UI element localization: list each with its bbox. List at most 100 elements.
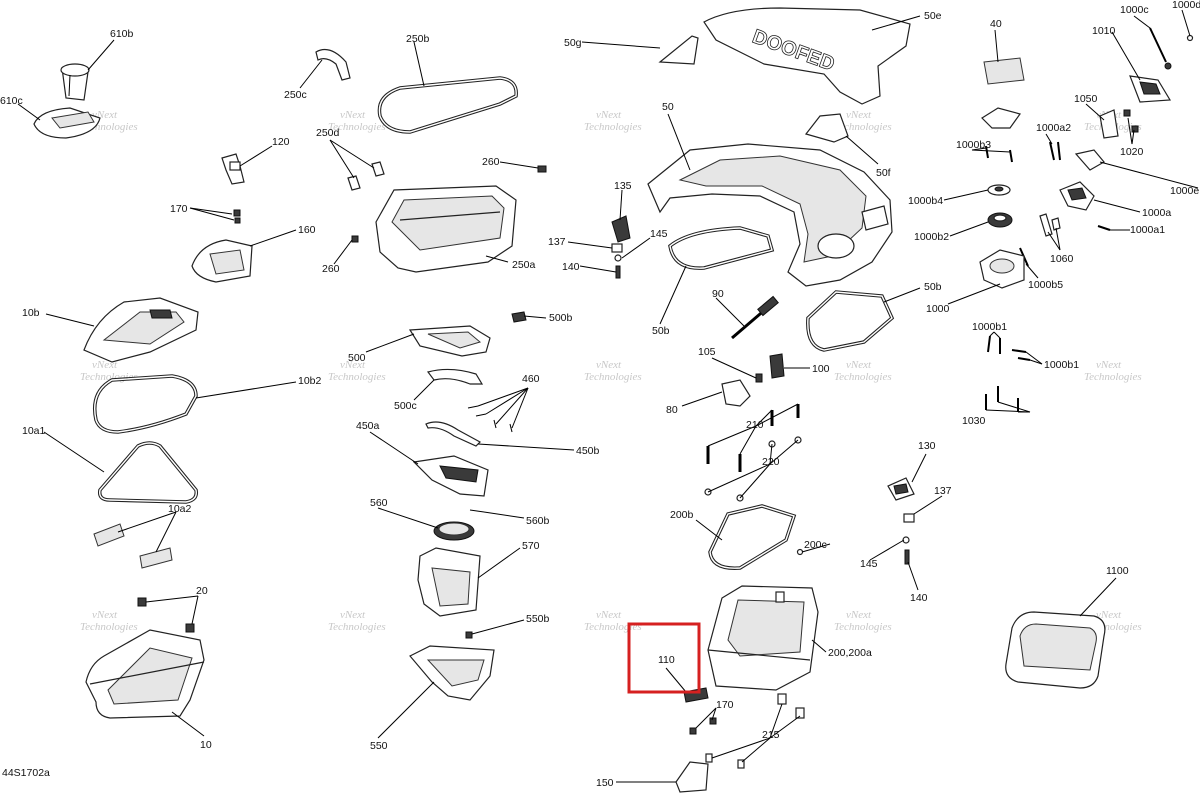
svg-text:Technologies: Technologies bbox=[834, 371, 892, 383]
highlight-box[interactable] bbox=[627, 622, 701, 694]
callout-label[interactable]: 500c bbox=[394, 400, 417, 412]
callout-label[interactable]: 10a2 bbox=[168, 503, 192, 515]
callout-label[interactable]: 500 bbox=[348, 352, 366, 364]
callout-label[interactable]: 550b bbox=[526, 613, 550, 625]
part-20-clips bbox=[137, 597, 195, 633]
svg-text:Technologies: Technologies bbox=[328, 371, 386, 383]
callout-label[interactable]: 1060 bbox=[1050, 253, 1074, 265]
svg-text:vNext: vNext bbox=[92, 609, 118, 621]
callout-label[interactable]: 1100 bbox=[1106, 565, 1129, 577]
callout-label[interactable]: 1000a1 bbox=[1130, 224, 1165, 236]
callout-label[interactable]: 150 bbox=[596, 777, 614, 789]
callout-label[interactable]: 200,200a bbox=[828, 647, 872, 659]
callout-label[interactable]: 1000c bbox=[1120, 4, 1149, 16]
callout-label[interactable]: 137 bbox=[934, 485, 952, 497]
part-170-screws-b bbox=[689, 717, 717, 735]
callout-label[interactable]: 200b bbox=[670, 509, 694, 521]
callout-label[interactable]: 460 bbox=[522, 373, 540, 385]
callout-label[interactable]: 170 bbox=[716, 699, 734, 711]
part-1000a1 bbox=[1097, 225, 1111, 231]
callout-label[interactable]: 135 bbox=[614, 180, 632, 192]
callout-label[interactable]: 220 bbox=[762, 456, 780, 468]
callout-label[interactable]: 50b bbox=[924, 281, 942, 293]
callout-label[interactable]: 10a1 bbox=[22, 425, 46, 437]
callout-label[interactable]: 570 bbox=[522, 540, 540, 552]
callout-label[interactable]: 1000a bbox=[1142, 207, 1171, 219]
callout-label[interactable]: 560 bbox=[370, 497, 388, 509]
callout-label[interactable]: 130 bbox=[918, 440, 936, 452]
callout-label[interactable]: 1050 bbox=[1074, 93, 1098, 105]
part-560 bbox=[433, 521, 475, 541]
callout-label[interactable]: 1020 bbox=[1120, 146, 1144, 158]
callout-label[interactable]: 250b bbox=[406, 33, 430, 45]
callout-label[interactable]: 450b bbox=[576, 445, 600, 457]
callout-label[interactable]: 90 bbox=[712, 288, 724, 300]
callout-label[interactable]: 50e bbox=[924, 10, 942, 22]
leader-lines bbox=[17, 9, 1199, 783]
part-200-200a bbox=[707, 585, 819, 691]
callout-label[interactable]: 250a bbox=[512, 259, 536, 271]
callout-label[interactable]: 1000b1 bbox=[972, 321, 1007, 333]
callout-label[interactable]: 250c bbox=[284, 89, 307, 101]
callout-label[interactable]: 105 bbox=[698, 346, 716, 358]
callout-label[interactable]: 250d bbox=[316, 127, 340, 139]
callout-label[interactable]: 110 bbox=[658, 654, 675, 666]
callout-label[interactable]: 50 bbox=[662, 101, 674, 113]
svg-text:vNext: vNext bbox=[1096, 359, 1122, 371]
callout-label[interactable]: 1010 bbox=[1092, 25, 1116, 37]
part-10b bbox=[83, 297, 199, 363]
callout-label[interactable]: 610b bbox=[110, 28, 134, 40]
callout-label[interactable]: 260 bbox=[322, 263, 340, 275]
callout-label[interactable]: 100 bbox=[812, 363, 830, 375]
callout-label[interactable]: 160 bbox=[298, 224, 316, 236]
part-140-bolt-a bbox=[615, 265, 621, 279]
callout-label[interactable]: 40 bbox=[990, 18, 1002, 30]
part-250a bbox=[375, 185, 517, 273]
part-500c bbox=[426, 368, 484, 385]
callout-label[interactable]: 140 bbox=[910, 592, 928, 604]
callout-label[interactable]: 145 bbox=[650, 228, 668, 240]
callout-label[interactable]: 145 bbox=[860, 558, 878, 570]
callout-label[interactable]: 550 bbox=[370, 740, 388, 752]
callout-label[interactable]: 10 bbox=[200, 739, 212, 751]
part-1000 bbox=[979, 249, 1025, 289]
callout-label[interactable]: 137 bbox=[548, 236, 566, 248]
callout-label[interactable]: 1000b5 bbox=[1028, 279, 1063, 291]
callout-label[interactable]: 1000b1 bbox=[1044, 359, 1079, 371]
callout-label[interactable]: 140 bbox=[562, 261, 580, 273]
callout-label[interactable]: 560b bbox=[526, 515, 550, 527]
callout-label[interactable]: 10b2 bbox=[298, 375, 322, 387]
callout-label[interactable]: 215 bbox=[762, 729, 780, 741]
callout-label[interactable]: 210 bbox=[746, 419, 764, 431]
callout-label[interactable]: 610c bbox=[0, 95, 23, 107]
callout-label[interactable]: 500b bbox=[549, 312, 573, 324]
callout-label[interactable]: 170 bbox=[170, 203, 188, 215]
callout-label[interactable]: 1000a2 bbox=[1036, 122, 1071, 134]
part-105 bbox=[755, 373, 763, 383]
callout-label[interactable]: 120 bbox=[272, 136, 290, 148]
callout-label[interactable]: 1000 bbox=[926, 303, 950, 315]
callout-label[interactable]: 260 bbox=[482, 156, 500, 168]
callout-label[interactable]: 1030 bbox=[962, 415, 986, 427]
callout-label[interactable]: 20 bbox=[196, 585, 208, 597]
svg-text:vNext: vNext bbox=[340, 359, 366, 371]
svg-text:vNext: vNext bbox=[596, 609, 622, 621]
callout-label[interactable]: 450a bbox=[356, 420, 380, 432]
callout-label[interactable]: 50f bbox=[876, 167, 891, 179]
part-137-spacer-a bbox=[611, 243, 623, 253]
part-10a2 bbox=[93, 523, 173, 569]
callout-label[interactable]: 1000e bbox=[1170, 185, 1199, 197]
callout-label[interactable]: 1000d bbox=[1172, 0, 1200, 11]
callout-label[interactable]: 50b bbox=[652, 325, 670, 337]
callout-label[interactable]: 50g bbox=[564, 37, 582, 49]
callout-label[interactable]: 10b bbox=[22, 307, 40, 319]
callout-label[interactable]: 1000b4 bbox=[908, 195, 943, 207]
part-50f bbox=[804, 113, 849, 143]
callout-label[interactable]: 200c bbox=[804, 539, 827, 551]
callout-label[interactable]: 1000b3 bbox=[956, 139, 991, 151]
callout-label[interactable]: 1000b2 bbox=[914, 231, 949, 243]
callout-label[interactable]: 80 bbox=[666, 404, 678, 416]
part-450a bbox=[412, 455, 489, 497]
